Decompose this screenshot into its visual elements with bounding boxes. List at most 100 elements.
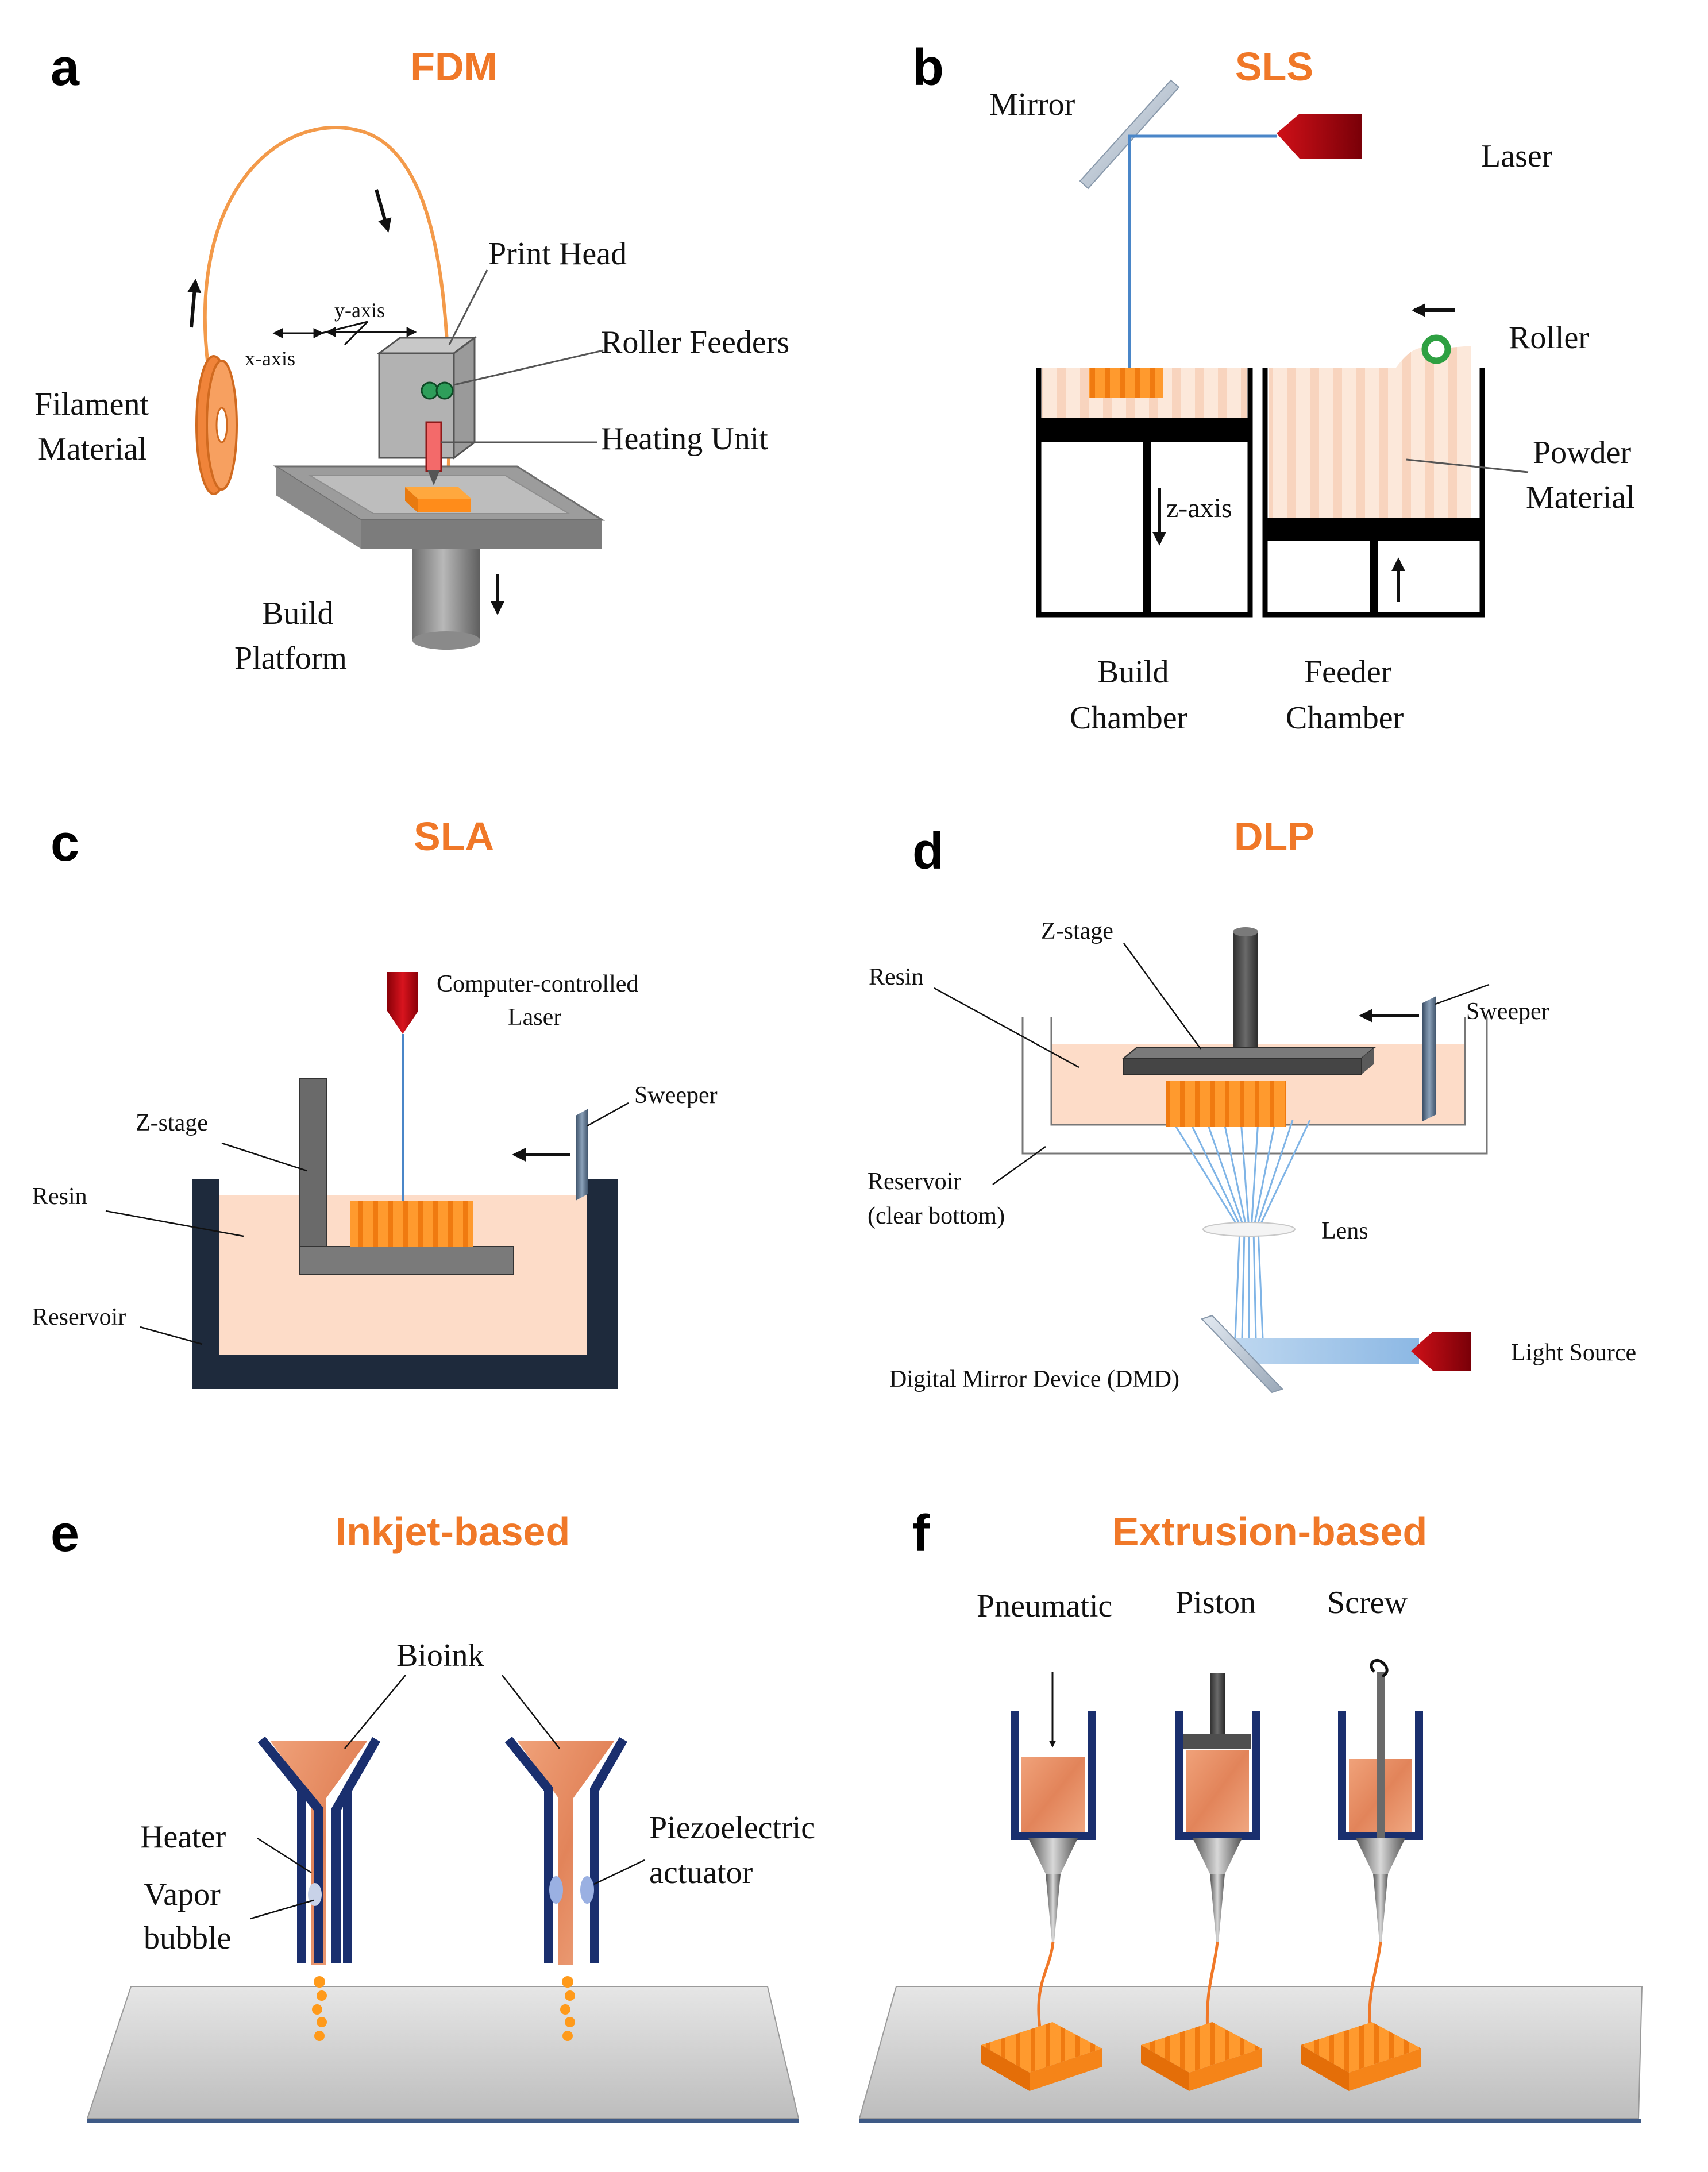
y-axis-label: y-axis [334, 299, 385, 322]
sls-part [1089, 368, 1163, 398]
panel-c: c SLA Computer-controlled Laser Sweeper … [32, 814, 718, 1389]
roller-feeders-label: Roller Feeders [601, 325, 789, 360]
piezo-nozzle [504, 1736, 627, 1965]
build-platform-label-2: Platform [234, 641, 347, 676]
dlp-reservoir-leader [992, 1145, 1046, 1186]
piston-cartridge [1175, 1673, 1260, 2034]
powder-label-1: Powder [1533, 435, 1631, 470]
filament-label-2: Material [38, 431, 147, 467]
sls-mirror [1079, 79, 1180, 190]
panel-e: e Inkjet-based [51, 1505, 815, 2123]
dlp-dmd [1201, 1314, 1283, 1394]
sla-reservoir-label: Reservoir [32, 1304, 126, 1330]
panel-c-letter: c [51, 815, 79, 872]
dlp-reservoir-label-1: Reservoir [868, 1168, 961, 1195]
panel-a-title: FDM [410, 44, 498, 89]
feeder-chamber-label-1: Feeder [1304, 654, 1392, 690]
panel-b-title: SLS [1235, 44, 1313, 89]
piezo-label-2: actuator [649, 1855, 753, 1891]
dlp-light-fan [1171, 1120, 1311, 1339]
feeder-chamber [1262, 368, 1485, 618]
vapor-label-1: Vapor [144, 1877, 221, 1912]
sla-z-stage [299, 1078, 514, 1275]
sla-z-stage-label: Z-stage [136, 1110, 208, 1136]
filament-strand [203, 126, 451, 483]
sla-z-stage-leader [221, 1142, 307, 1172]
dlp-part [1166, 1081, 1286, 1127]
sla-sweeper-leader [587, 1102, 629, 1127]
panel-d-title: DLP [1234, 814, 1314, 859]
dlp-sweeper [1422, 996, 1436, 1121]
sla-resin-label: Resin [32, 1183, 87, 1210]
dlp-z-stage-label: Z-stage [1041, 918, 1113, 944]
dlp-dmd-label: Digital Mirror Device (DMD) [889, 1366, 1179, 1392]
heater-leader [257, 1837, 312, 1874]
vapor-label-2: bubble [144, 1920, 231, 1956]
bioink-label: Bioink [396, 1638, 484, 1673]
dlp-z-stage [1122, 927, 1376, 1075]
build-chamber-label-2: Chamber [1070, 700, 1188, 736]
roller-feeders-leader [453, 349, 604, 386]
filament-spool [195, 355, 238, 495]
print-head-label: Print Head [488, 236, 627, 272]
roller-icon [1421, 334, 1451, 364]
sla-sweeper [576, 1109, 588, 1201]
panel-c-title: SLA [414, 814, 494, 859]
build-platform-label-1: Build [262, 596, 333, 631]
print-head [376, 336, 477, 485]
thermal-nozzle [257, 1736, 380, 1965]
sla-reservoir [192, 1179, 618, 1389]
pneumatic-cartridge [1011, 1672, 1096, 2028]
powder-label-2: Material [1526, 480, 1635, 515]
panel-d: d DLP [868, 814, 1636, 1394]
build-platform [272, 465, 606, 650]
panel-f: f Extrusion-based [858, 1505, 1643, 2123]
build-chamber [1036, 368, 1253, 618]
bioink-leader-1 [344, 1675, 406, 1749]
panel-a-letter: a [51, 39, 80, 97]
panel-e-title: Inkjet-based [336, 1509, 570, 1554]
mirror-label: Mirror [989, 87, 1075, 122]
piezo-leader [593, 1859, 645, 1885]
dlp-reservoir [1021, 1017, 1488, 1155]
dlp-resin-leader [934, 987, 1079, 1068]
dlp-light-source [1411, 1332, 1471, 1371]
piezo-label-1: Piezoelectric [649, 1810, 815, 1846]
sla-laser [387, 972, 418, 1034]
sls-laser-beam [1128, 134, 1277, 368]
dlp-resin-label: Resin [869, 964, 924, 990]
vapor-leader [250, 1899, 314, 1920]
print-head-leader [448, 269, 488, 345]
dlp-sweeper-label: Sweeper [1466, 998, 1549, 1025]
laser-label: Laser [1481, 138, 1553, 174]
dlp-z-stage-leader [1123, 943, 1202, 1050]
roller-label: Roller [1509, 320, 1589, 356]
dlp-reservoir-label-2: (clear bottom) [868, 1203, 1005, 1229]
dlp-lens [1202, 1222, 1296, 1237]
powder-leader [1406, 458, 1529, 473]
sla-reservoir-leader [140, 1326, 203, 1345]
panel-f-title: Extrusion-based [1112, 1509, 1427, 1554]
sla-part [350, 1201, 473, 1247]
dlp-sweeper-leader [1435, 983, 1490, 1005]
build-chamber-label-1: Build [1097, 654, 1169, 690]
dlp-lens-label: Lens [1321, 1218, 1368, 1244]
screw-label: Screw [1327, 1585, 1408, 1621]
panel-b: b SLS Mirror Laser Roller Pow [912, 39, 1635, 736]
bioink-leader-2 [502, 1675, 560, 1749]
screw-cartridge [1338, 1659, 1423, 2034]
heater-label: Heater [140, 1819, 226, 1855]
heating-unit-label: Heating Unit [601, 421, 768, 457]
filament-feed-arrow [187, 279, 202, 328]
inkjet-droplets [312, 1976, 575, 2041]
panel-b-letter: b [912, 39, 944, 97]
panel-d-letter: d [912, 823, 944, 880]
feeder-chamber-label-2: Chamber [1286, 700, 1404, 736]
inkjet-substrate [86, 1986, 800, 2123]
dlp-light-source-label: Light Source [1511, 1340, 1636, 1366]
filament-down-arrow [375, 189, 392, 233]
extruded-scaffolds [981, 2022, 1421, 2091]
sla-laser-label-2: Laser [508, 1004, 561, 1031]
panel-f-letter: f [912, 1505, 930, 1563]
